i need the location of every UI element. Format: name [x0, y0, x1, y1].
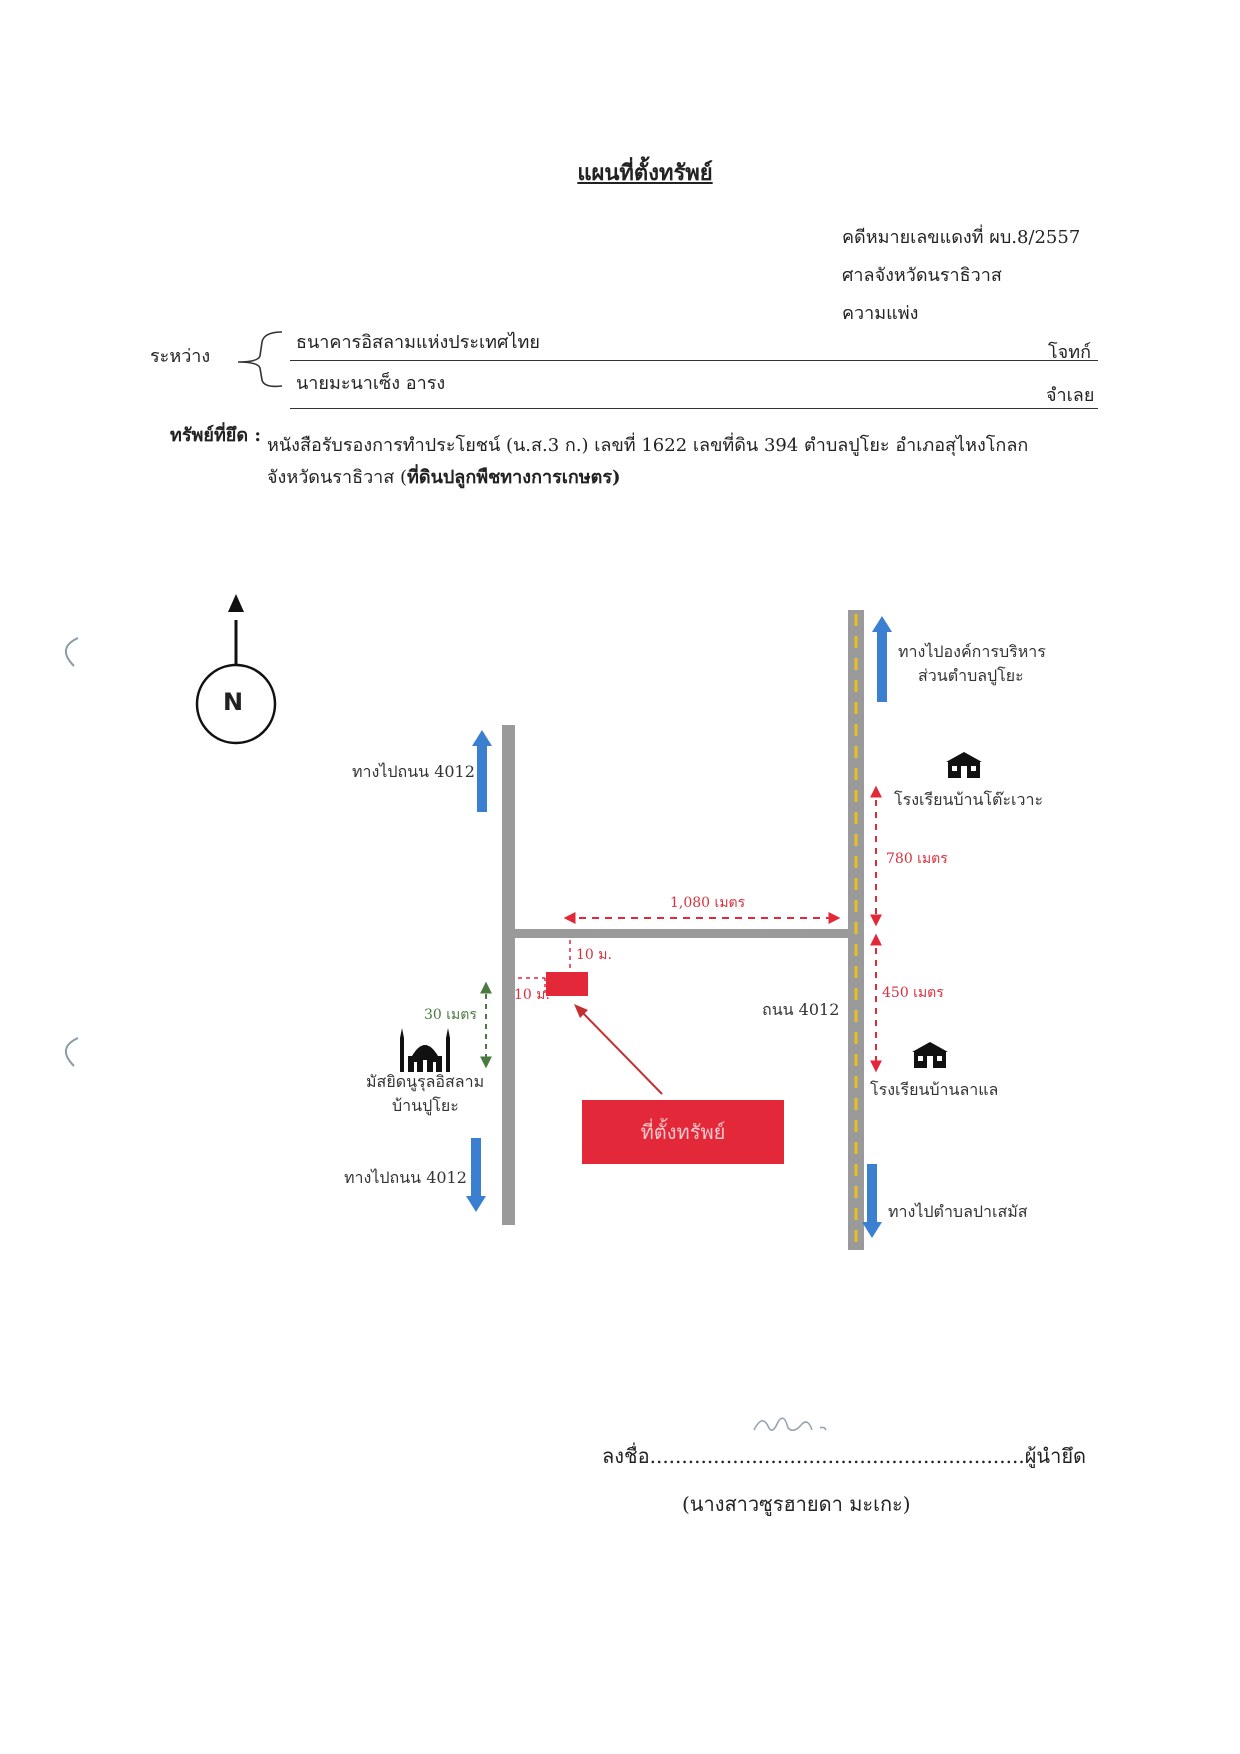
school-south-icon [912, 1042, 948, 1068]
property-pointer [579, 1009, 663, 1095]
arrow-north-east-icon [872, 616, 892, 702]
property-line2: จังหวัดนราธิวาส (ที่ดินปลูกพืชทางการเกษต… [267, 462, 621, 491]
signer-name: (นางสาวซูรฮายดา มะเกะ) [682, 1492, 911, 1516]
label-distance-30: 30 เมตร [424, 1007, 477, 1023]
defendant-role: จำเลย [1046, 385, 1095, 406]
between-label: ระหว่าง [150, 346, 211, 367]
label-to-tambon: ทางไปตำบลปาเสมัส [888, 1202, 1028, 1221]
page-title: แผนที่ตั้งทรัพย์ [577, 160, 713, 186]
compass-letter: N [223, 688, 244, 716]
defendant-underline [290, 408, 1098, 409]
label-mosque-line2: บ้านปูโยะ [392, 1096, 459, 1115]
property-line1: หนังสือรับรองการทำประโยชน์ (น.ส.3 ก.) เล… [267, 435, 1029, 456]
label-school-north: โรงเรียนบ้านโต๊ะเวาะ [894, 790, 1044, 809]
brace-icon [237, 331, 283, 388]
property-location-label: ที่ตั้งทรัพย์ [582, 1100, 784, 1164]
handwritten-signature [753, 1417, 827, 1432]
arrow-south-east-icon [862, 1164, 882, 1238]
label-to-road-4012-south: ทางไปถนน 4012 [344, 1168, 467, 1187]
property-marker [546, 972, 588, 996]
plaintiff-role: โจทก์ [1048, 342, 1091, 363]
court-name: ศาลจังหวัดนราธิวาส [842, 265, 1002, 286]
signature-line: ลงชื่อ..................................… [602, 1440, 1086, 1472]
case-number: คดีหมายเลขแดงที่ ผบ.8/2557 [842, 227, 1081, 248]
property-land-use: ที่ดินปลูกพืชทางการเกษตร) [407, 467, 621, 488]
label-to-sao-line2: ส่วนตำบลปูโยะ [918, 666, 1024, 685]
signature-dots: ........................................… [649, 1444, 1025, 1468]
connecting-road [510, 929, 852, 938]
property-label: ทรัพย์ที่ยึด : [170, 425, 261, 446]
defendant-name: นายมะนาเซ็ง อารง [296, 373, 446, 394]
label-distance-1080: 1,080 เมตร [670, 895, 746, 911]
arrow-north-west-icon [472, 730, 492, 812]
label-distance-10-left: 10 ม. [514, 987, 550, 1003]
west-road [502, 725, 515, 1225]
mosque-icon [400, 1028, 450, 1072]
plaintiff-underline [290, 360, 1098, 361]
label-mosque-line1: มัสยิดนูรุลอิสลาม [366, 1072, 485, 1091]
label-distance-10-top: 10 ม. [576, 947, 612, 963]
school-north-icon [946, 752, 982, 778]
binder-hole-marks [65, 637, 79, 1067]
signature-role: ผู้นำยึด [1024, 1444, 1087, 1468]
case-type: ความแพ่ง [842, 303, 919, 324]
location-map [195, 594, 982, 1250]
label-distance-780: 780 เมตร [886, 851, 948, 867]
property-province: จังหวัดนราธิวาส ( [267, 467, 408, 488]
label-to-road-4012-north: ทางไปถนน 4012 [352, 762, 475, 781]
signature-prefix: ลงชื่อ [602, 1444, 650, 1468]
plaintiff-name: ธนาคารอิสลามแห่งประเทศไทย [296, 332, 540, 353]
label-school-south: โรงเรียนบ้านลาแล [870, 1080, 999, 1099]
arrow-south-west-icon [466, 1138, 486, 1212]
label-to-sao-line1: ทางไปองค์การบริหาร [898, 642, 1046, 661]
north-compass-icon [195, 594, 277, 745]
label-road-4012: ถนน 4012 [762, 1000, 840, 1019]
label-distance-450: 450 เมตร [882, 985, 944, 1001]
